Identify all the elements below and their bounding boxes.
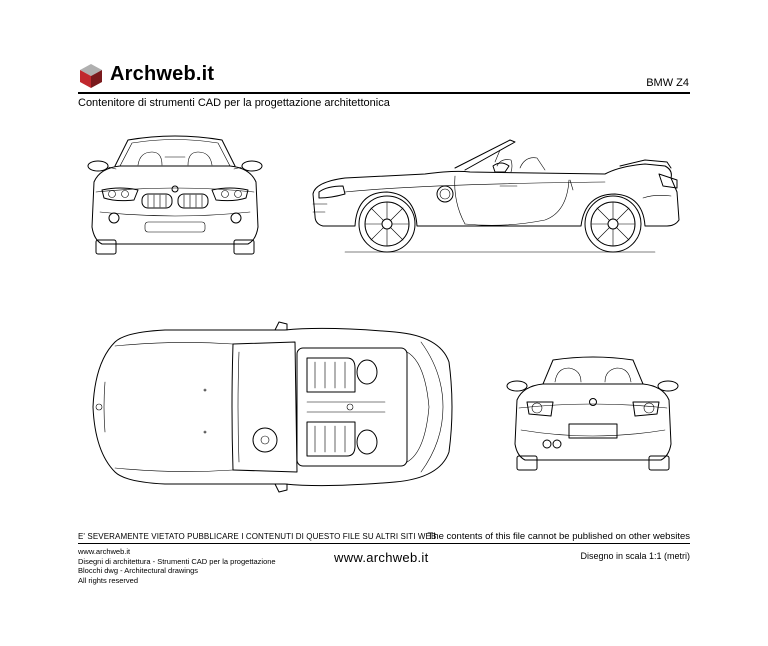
- warning-italian: E' SEVERAMENTE VIETATO PUBBLICARE I CONT…: [78, 532, 437, 541]
- footer-info-line: Blocchi dwg - Architectural drawings: [78, 566, 199, 575]
- rear-view: [506, 356, 679, 471]
- footer-info-line: Disegni di architettura - Strumenti CAD …: [78, 556, 276, 566]
- scale-note: Disegno in scala 1:1 (metri): [580, 551, 690, 561]
- top-view: [92, 321, 453, 493]
- footer-info-line: All rights reserved: [78, 575, 139, 585]
- archweb-logo-icon: [80, 64, 102, 88]
- side-view: [312, 139, 680, 253]
- footer-divider: [78, 543, 690, 544]
- header-divider: [78, 92, 690, 94]
- footer-info-line: www.archweb.it: [78, 547, 131, 556]
- page-subtitle: Contenitore di strumenti CAD per la prog…: [78, 97, 390, 109]
- model-name: BMW Z4: [646, 77, 689, 89]
- front-view: [87, 135, 263, 255]
- brand-name: Archweb.it: [110, 63, 215, 85]
- footer-url[interactable]: www.archweb.it: [334, 550, 429, 565]
- warning-english: The contents of this file cannot be publ…: [427, 531, 690, 542]
- footer-info: www.archweb.it Disegni di architettura -…: [78, 547, 276, 585]
